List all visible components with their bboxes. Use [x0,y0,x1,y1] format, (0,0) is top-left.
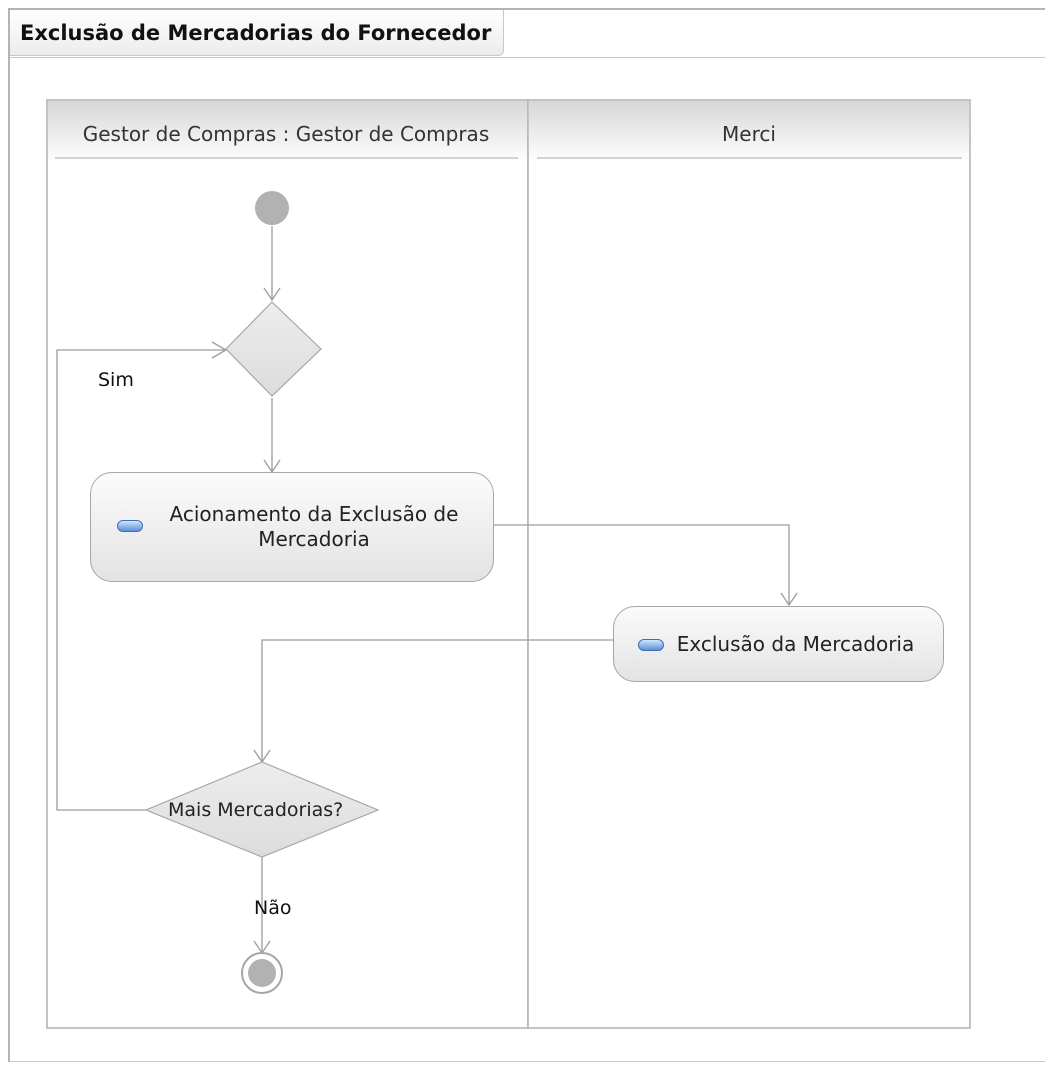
diagram-title-tab[interactable]: Exclusão de Mercadorias do Fornecedor [10,10,505,56]
merge-node[interactable] [225,301,322,397]
action-acionamento-line2: Mercadoria [258,527,370,551]
lane-label-merci: Merci [722,122,776,146]
edge-label-sim: Sim [98,369,134,391]
action-acionamento-line1: Acionamento da Exclusão de [169,502,459,526]
action-acionamento-exclusao[interactable]: Acionamento da Exclusão de Mercadoria [90,472,494,582]
edge-label-nao: Não [254,897,292,919]
flow-edges [56,226,798,955]
lane-merci[interactable] [527,99,971,1029]
edge-sim-loop [56,349,226,811]
action-icon [638,639,664,651]
header-divider [10,57,1045,58]
final-node[interactable] [241,952,283,994]
arrowhead [263,287,281,302]
decision-label: Mais Mercadorias? [168,799,344,821]
action-acionamento-label: Acionamento da Exclusão de Mercadoria [126,502,459,552]
action-exclusao-mercadoria[interactable]: Exclusão da Mercadoria [613,606,944,682]
diagram-frame [8,8,1045,1062]
decision-node[interactable] [144,761,380,858]
arrowhead [211,341,228,359]
diagram-title: Exclusão de Mercadorias do Fornecedor [20,20,492,45]
action-icon [117,520,143,532]
initial-node[interactable] [255,191,289,225]
action-exclusao-label: Exclusão da Mercadoria [676,631,915,656]
lane-label-gestor: Gestor de Compras : Gestor de Compras [82,122,490,146]
edge-acionamento-to-exclusao [493,524,790,605]
arrowhead [780,592,798,607]
edge-exclusao-to-decision [261,639,614,762]
